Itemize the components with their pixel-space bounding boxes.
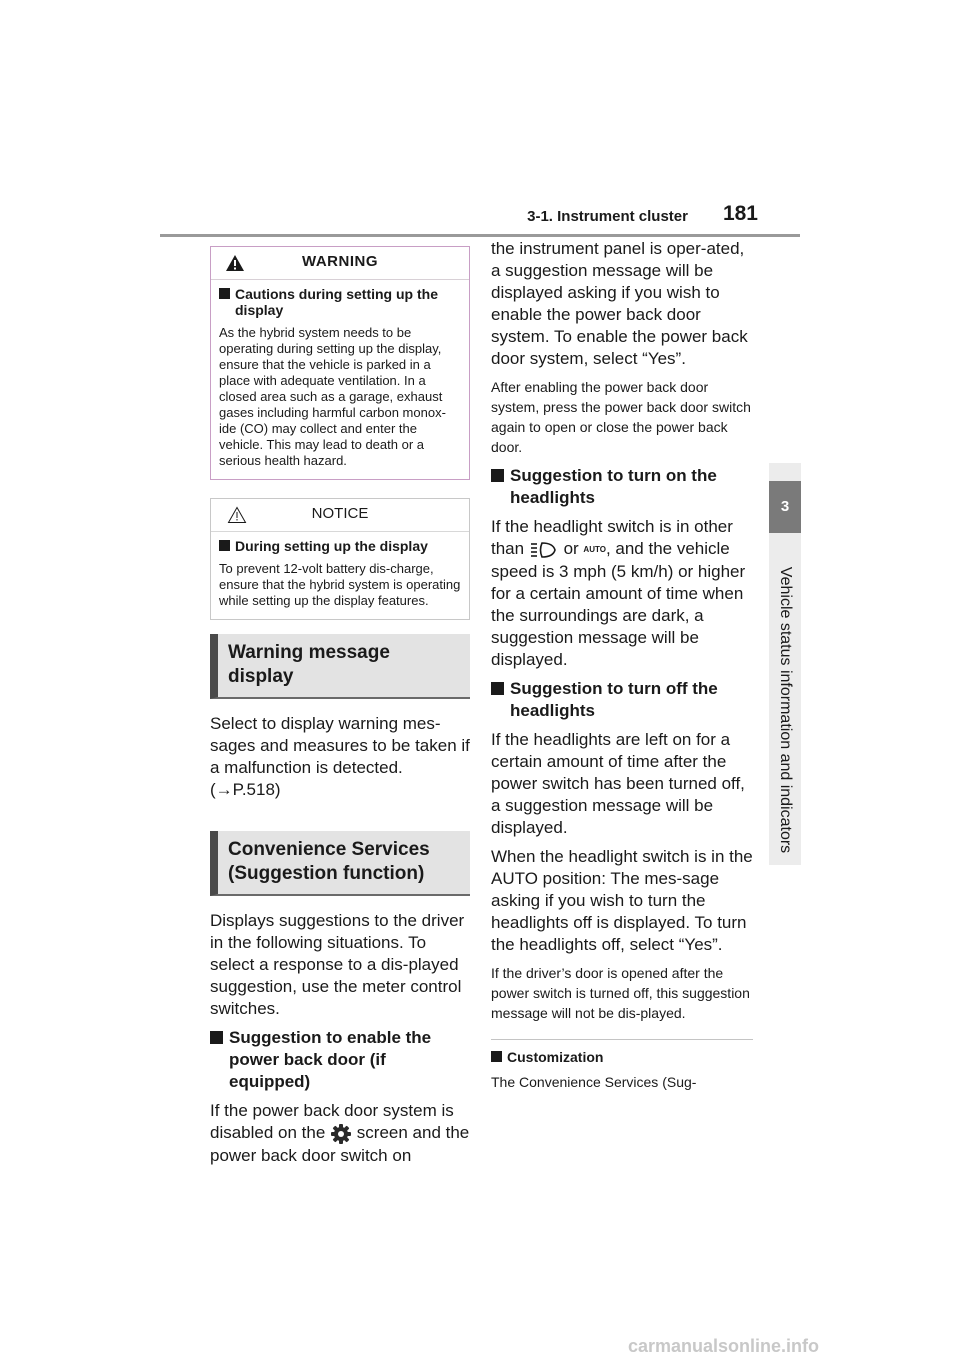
lights-on-heading-text: Suggestion to turn on the headlights (510, 466, 717, 507)
lights-on-text: If the headlight switch is in other than… (491, 516, 753, 671)
warning-subheading-text: Cautions during setting up the display (235, 286, 438, 318)
lights-off-note: If the driver’s door is opened after the… (491, 965, 750, 1021)
lights-off-text-2: When the headlight switch is in the AUTO… (491, 847, 753, 954)
convenience-intro: Displays suggestions to the driver in th… (210, 911, 465, 1018)
back-door-heading-text: Suggestion to enable the power back door… (229, 1028, 432, 1091)
watermark: carmanualsonline.info (628, 1336, 820, 1356)
lights-on-text-b: , and the vehicle speed is 3 mph (5 km/h… (491, 539, 746, 669)
square-bullet-icon (491, 682, 504, 695)
square-bullet-icon (491, 1051, 502, 1062)
customization-text: The Convenience Services (Sug- (491, 1074, 697, 1090)
left-column: WARNING Cautions during setting up the d… (210, 246, 470, 1174)
warning-box-body: Cautions during setting up the display A… (211, 280, 469, 479)
arrow-icon: → (215, 780, 233, 799)
right-column: the instrument panel is oper-ated, a sug… (491, 238, 753, 1100)
square-bullet-icon (210, 1031, 223, 1044)
warning-message-body: Select to display warning mes-sages and … (210, 714, 470, 799)
section-title: 3-1. Instrument cluster (527, 208, 688, 225)
square-bullet-icon (491, 469, 504, 482)
back-door-text-a: If the power back door system is disable… (210, 1101, 454, 1142)
page-number: 181 (722, 202, 758, 225)
customization-subheading: Customization (491, 1048, 753, 1066)
notice-subheading-text: During setting up the display (235, 538, 428, 554)
warning-message-text: Select to display warning mes-sages and … (210, 713, 470, 801)
warning-triangle-icon (226, 255, 244, 271)
divider (491, 1039, 753, 1040)
warning-box-header: WARNING (211, 247, 469, 280)
warning-title: WARNING (302, 253, 378, 270)
warning-subheading: Cautions during setting up the display (219, 286, 461, 318)
back-door-subheading: Suggestion to enable the power back door… (210, 1027, 470, 1093)
chapter-number: 3 (769, 481, 801, 533)
notice-subheading: During setting up the display (219, 538, 461, 554)
warning-box: WARNING Cautions during setting up the d… (210, 246, 470, 480)
caution-triangle-icon (227, 506, 247, 523)
warning-message-heading: Warning message display (210, 634, 470, 699)
chapter-title: Vehicle status information and indicator… (777, 566, 794, 854)
notice-box-header: NOTICE (211, 499, 469, 532)
parking-light-icon (530, 541, 556, 558)
back-door-text: If the power back door system is disable… (210, 1100, 470, 1167)
convenience-services-heading: Convenience Services (Suggestion functio… (210, 831, 470, 896)
notice-box: NOTICE During setting up the display To … (210, 498, 470, 620)
lights-on-subheading: Suggestion to turn on the headlights (491, 465, 753, 509)
square-bullet-icon (219, 288, 230, 299)
back-door-text-b: screen and the power back door switch on (210, 1123, 470, 1165)
warning-text: As the hybrid system needs to be operati… (219, 325, 446, 468)
notice-title: NOTICE (311, 505, 369, 522)
page-header: 3-1. Instrument cluster 181 (160, 200, 800, 237)
page-reference-link[interactable]: P.518 (232, 780, 275, 799)
auto-headlight-icon: AUTO (583, 545, 606, 554)
lights-on-text-a: If the headlight switch is in other than (491, 517, 733, 558)
lights-off-heading-text: Suggestion to turn off the headlights (510, 679, 718, 720)
closing-paren: ) (274, 780, 281, 799)
back-door-note: After enabling the power back door syste… (491, 379, 751, 455)
square-bullet-icon (219, 540, 230, 551)
notice-box-body: During setting up the display To prevent… (211, 532, 469, 619)
customization-heading-text: Customization (507, 1049, 604, 1065)
back-door-text-continued: the instrument panel is oper-ated, a sug… (491, 239, 748, 368)
lights-off-subheading: Suggestion to turn off the headlights (491, 678, 753, 722)
or-text: or (563, 539, 579, 558)
gear-icon (331, 1123, 352, 1144)
notice-text: To prevent 12-volt battery dis-charge, e… (219, 561, 461, 608)
lights-off-text-1: If the headlights are left on for a cert… (491, 730, 745, 837)
